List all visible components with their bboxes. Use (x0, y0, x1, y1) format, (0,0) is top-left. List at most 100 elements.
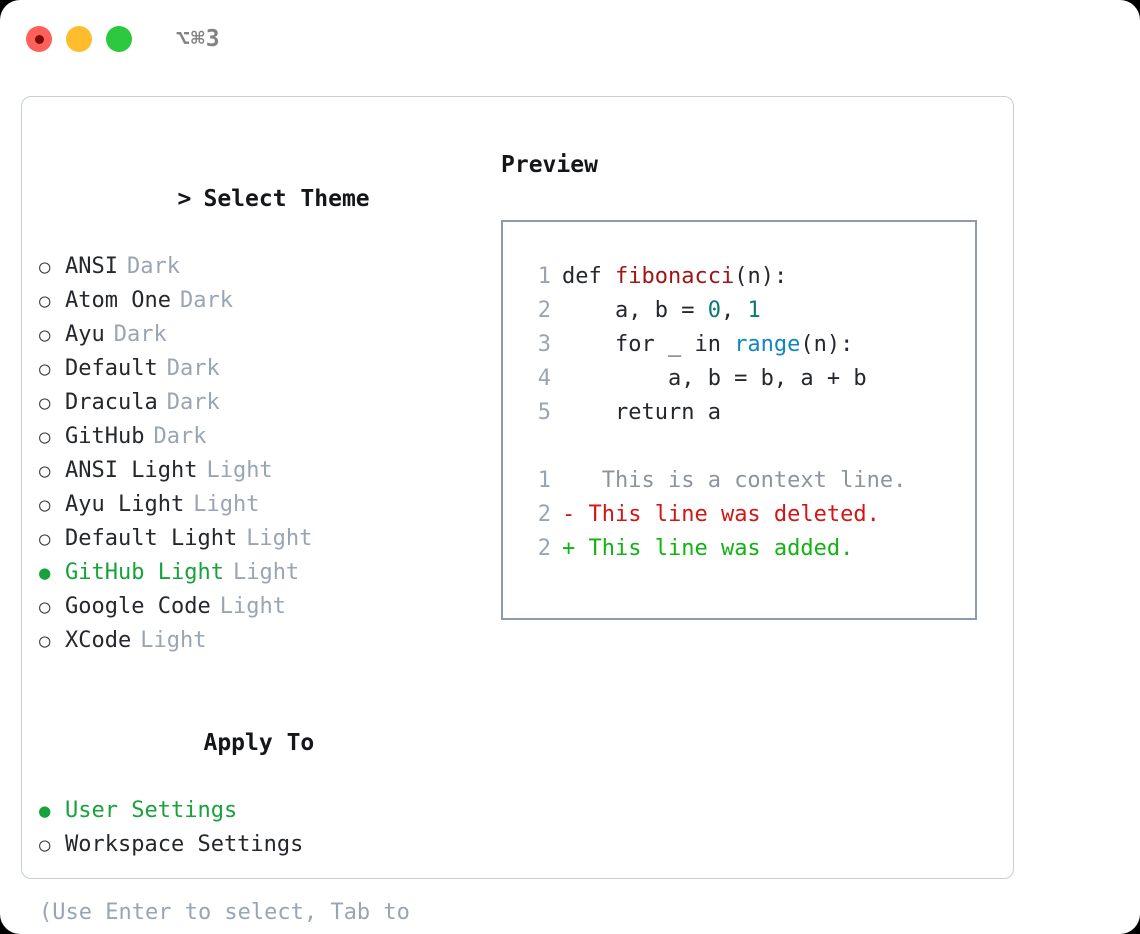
theme-option-label: GitHub Light (65, 560, 224, 585)
close-button-icon[interactable] (26, 26, 52, 52)
radio-unselected-icon: ○ (39, 494, 51, 516)
code-line: 3 for _ in range(n): (503, 328, 975, 362)
apply-to-heading: Apply To (39, 692, 489, 794)
radio-unselected-icon: ○ (39, 460, 51, 482)
code-token-plain: (n): (734, 264, 788, 289)
code-token-num: 1 (747, 298, 761, 323)
keyboard-hint-text: (Use Enter to select, Tab to change focu… (39, 900, 410, 925)
radio-unselected-icon: ○ (39, 358, 51, 380)
apply-to-option-list: ● User Settings ○ Workspace Settings (39, 794, 489, 862)
code-token-kw: def (562, 264, 615, 289)
code-token-fn: fibonacci (614, 264, 735, 289)
diff-line-text: This line was added. (575, 536, 854, 561)
theme-option-ayu-light[interactable]: ○ Ayu Light Light (39, 488, 489, 522)
radio-unselected-icon: ○ (39, 392, 51, 414)
radio-unselected-icon: ○ (39, 426, 51, 448)
apply-to-option-label: User Settings (65, 798, 238, 823)
apply-to-heading-label: Apply To (203, 730, 315, 756)
diff-marker: - (562, 502, 576, 527)
window-controls (26, 26, 132, 52)
code-line-text: a, b = 0, 1 (562, 294, 761, 328)
theme-variant-tag: Dark (179, 288, 233, 313)
code-line: 2 a, b = 0, 1 (503, 294, 975, 328)
diff-line: 1 This is a context line. (503, 464, 975, 498)
code-token-plain: , (720, 298, 748, 323)
code-token-kw: return a (562, 400, 721, 425)
theme-option-github-light[interactable]: ● GitHub Light Light (39, 556, 489, 590)
select-theme-heading: > Select Theme (39, 148, 489, 250)
diff-line-text: This line was deleted. (575, 502, 880, 527)
theme-option-label: Ayu (65, 322, 105, 347)
code-line-text: for _ in range(n): (562, 328, 853, 362)
code-token-call: range (734, 332, 801, 357)
code-line-text: a, b = b, a + b (562, 362, 867, 396)
theme-option-xcode[interactable]: ○ XCode Light (39, 624, 489, 658)
code-line: 5 return a (503, 396, 975, 430)
theme-option-label: ANSI Light (65, 458, 198, 483)
diff-line: 2 + This line was added. (503, 532, 975, 566)
theme-option-label: Dracula (65, 390, 158, 415)
theme-option-label: XCode (65, 628, 132, 653)
theme-option-ansi-light[interactable]: ○ ANSI Light Light (39, 454, 489, 488)
diff-line-number: 2 (537, 502, 551, 527)
theme-variant-tag: Dark (126, 254, 180, 279)
code-diff-spacer (503, 430, 975, 464)
apply-to-option-label: Workspace Settings (65, 832, 304, 857)
radio-unselected-icon: ○ (39, 596, 51, 618)
zoom-button-icon[interactable] (106, 26, 132, 52)
code-token-plain: a, b = b, a + b (562, 366, 867, 391)
theme-option-label: Google Code (65, 594, 211, 619)
code-line-number: 1 (537, 264, 551, 289)
radio-selected-icon: ● (39, 800, 51, 822)
theme-variant-tag: Light (140, 628, 207, 653)
prompt-marker: > (177, 186, 192, 212)
diff-line: 2- This line was deleted. (503, 498, 975, 532)
diff-marker: + (562, 536, 576, 561)
radio-unselected-icon: ○ (39, 630, 51, 652)
theme-variant-tag: Dark (166, 356, 220, 381)
apply-to-option-workspace-settings[interactable]: ○ Workspace Settings (39, 828, 489, 862)
code-line-text: return a (562, 396, 721, 430)
theme-option-default[interactable]: ○ Default Dark (39, 352, 489, 386)
radio-unselected-icon: ○ (39, 528, 51, 550)
diff-line-number: 2 (537, 536, 551, 561)
code-token-plain: a, b = (562, 298, 708, 323)
minimize-button-icon[interactable] (66, 26, 92, 52)
keyboard-shortcut-label: ⌥⌘3 (176, 26, 221, 52)
code-token-num: 0 (707, 298, 721, 323)
code-line-number: 4 (537, 366, 551, 391)
theme-variant-tag: Light (232, 560, 300, 585)
theme-variant-tag: Light (206, 458, 273, 483)
select-theme-heading-label: Select Theme (203, 186, 370, 212)
radio-selected-icon: ● (39, 562, 51, 584)
theme-variant-tag: Light (193, 492, 260, 517)
theme-variant-tag: Dark (113, 322, 167, 347)
code-token-kw: for _ in (562, 332, 735, 357)
code-line: 4 a, b = b, a + b (503, 362, 975, 396)
code-token-plain: (n): (800, 332, 854, 357)
radio-unselected-icon: ○ (39, 834, 51, 856)
section-spacer (39, 658, 489, 692)
apply-to-option-user-settings[interactable]: ● User Settings (39, 794, 489, 828)
radio-unselected-icon: ○ (39, 256, 51, 278)
theme-option-label: Default Light (65, 526, 238, 551)
code-line-number: 2 (537, 298, 551, 323)
theme-option-label: Default (65, 356, 158, 381)
diff-sample: 1 This is a context line.2- This line wa… (503, 464, 975, 566)
theme-option-label: Ayu Light (65, 492, 185, 517)
code-line-text: def fibonacci(n): (562, 260, 787, 294)
diff-line-text: This is a context line. (575, 468, 907, 493)
